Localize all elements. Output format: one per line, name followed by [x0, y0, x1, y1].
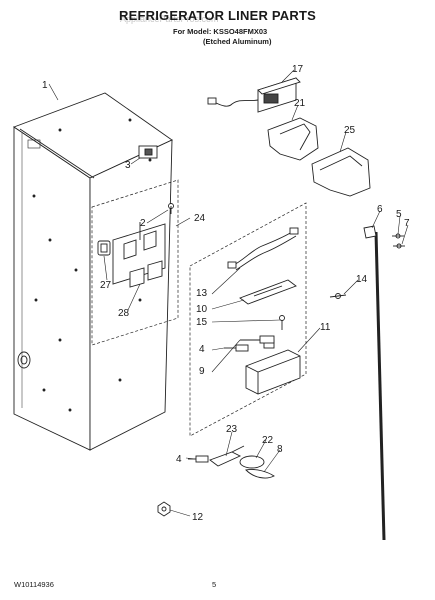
bracket-part-6: [363, 225, 377, 239]
screw-part-15: [279, 315, 285, 330]
screw-part-14: [329, 293, 347, 299]
connector-part-4-lower: [188, 455, 209, 463]
callout-14: 14: [356, 274, 368, 285]
callout-2: 2: [140, 218, 146, 229]
screw-part-7: [392, 233, 404, 239]
liner-cabinet: [13, 92, 173, 451]
callout-21: 21: [294, 98, 306, 109]
callout-15: 15: [196, 317, 208, 328]
document-number: W10114936: [14, 580, 54, 589]
callout-28: 28: [118, 308, 130, 319]
page-title: REFRIGERATOR LINER PARTS: [119, 8, 316, 23]
callout-27: 27: [100, 280, 112, 291]
clip-part-22: [239, 455, 265, 469]
callout-4-lower: 4: [176, 454, 182, 465]
callout-4-upper: 4: [199, 344, 205, 355]
callout-3: 3: [125, 160, 131, 171]
control-board-part-10: [239, 279, 297, 305]
sensor-part-23: [209, 445, 245, 467]
light-rail-part-8: [374, 231, 388, 541]
callout-23: 23: [226, 424, 238, 435]
light-lens-part-25: [311, 147, 371, 197]
model-number: For Model: KSSO48FMX03: [173, 27, 268, 36]
callout-8: 8: [277, 444, 283, 455]
screw-part-5: [393, 243, 405, 249]
thermistor-part-8-lower: [245, 469, 275, 479]
screw-part-2: [168, 203, 174, 214]
callout-7: 7: [404, 218, 410, 229]
switch-plates-part-28: [129, 260, 163, 288]
callout-12: 12: [192, 512, 204, 523]
connector-part-9: [240, 335, 275, 344]
callout-13: 13: [196, 288, 208, 299]
control-housing-part-11: [245, 339, 301, 395]
light-module-part-17: [207, 77, 301, 113]
callout-6: 6: [377, 204, 383, 215]
switch-part-3: [138, 145, 158, 159]
callout-9: 9: [199, 366, 205, 377]
nut-part-12: [157, 501, 171, 517]
callout-17: 17: [292, 64, 304, 75]
light-cover-part-21: [267, 117, 319, 161]
callout-25: 25: [344, 125, 356, 136]
callout-22: 22: [262, 435, 274, 446]
callout-1: 1: [42, 80, 48, 91]
light-switch-part-27: [97, 240, 111, 256]
watermark: AppliancePartsPros.com: [120, 14, 219, 24]
wire-harness-part-13: [227, 227, 299, 271]
callout-24: 24: [194, 213, 206, 224]
model-variant: (Etched Aluminum): [203, 37, 272, 46]
page-number: 5: [212, 580, 217, 589]
callout-11: 11: [320, 322, 331, 333]
callout-10: 10: [196, 304, 208, 315]
callout-5: 5: [396, 209, 402, 220]
leader-lines: [48, 69, 409, 517]
connector-part-4-upper: [224, 344, 249, 352]
